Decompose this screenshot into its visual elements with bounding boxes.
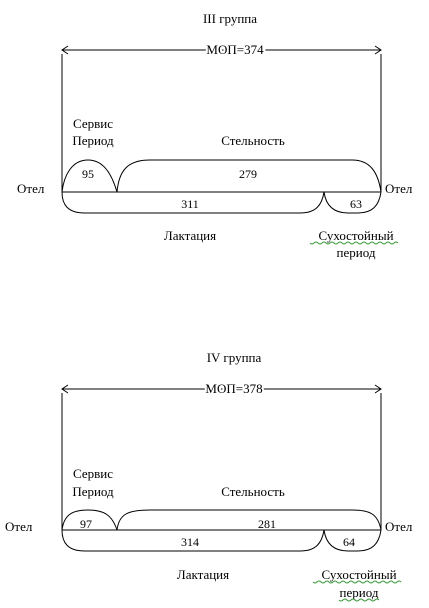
service-days-value: 97 bbox=[80, 517, 92, 531]
mop-label: МОП=374 bbox=[206, 42, 264, 57]
pregnancy-label: Стельность bbox=[221, 133, 285, 148]
dry-label-line2: период bbox=[337, 245, 376, 260]
lactation-label: Лактация bbox=[164, 228, 216, 243]
service-days-value: 95 bbox=[82, 167, 94, 181]
dry-days-value: 64 bbox=[343, 535, 355, 549]
mop-label: МОП=378 bbox=[205, 381, 262, 396]
pregnancy-days-value: 281 bbox=[258, 517, 276, 531]
dry-label-line1: Сухостойный bbox=[318, 228, 393, 243]
lactation-label: Лактация bbox=[177, 567, 229, 582]
lactation-brace bbox=[61, 529, 325, 552]
group-title: IV группа bbox=[207, 350, 262, 365]
dry-period-brace bbox=[323, 191, 382, 214]
calving-left-label: Отел bbox=[17, 181, 45, 196]
service-label-line1: Сервис bbox=[73, 116, 113, 131]
lactation-days-value: 311 bbox=[181, 197, 199, 211]
dry-label-line2: период bbox=[340, 585, 379, 600]
mop-arrow-left-head bbox=[61, 45, 69, 55]
mop-arrow-right-head bbox=[374, 384, 382, 394]
diagram-group-3: III группа МОП=374 Сервис Период Стельно… bbox=[17, 11, 413, 260]
calving-right-label: Отел bbox=[385, 181, 413, 196]
group-title: III группа bbox=[203, 11, 257, 26]
service-label-line2: Период bbox=[72, 484, 114, 499]
spellcheck-underline bbox=[309, 241, 399, 245]
calving-left-label: Отел bbox=[5, 519, 33, 534]
pregnancy-label: Стельность bbox=[221, 484, 285, 499]
spellcheck-underline bbox=[338, 598, 380, 602]
pregnancy-days-value: 279 bbox=[239, 167, 257, 181]
spellcheck-underline bbox=[312, 580, 402, 584]
mop-arrow-left-head bbox=[61, 384, 69, 394]
pregnancy-brace bbox=[116, 509, 382, 531]
dry-label-line1: Сухостойный bbox=[321, 567, 396, 582]
calving-right-label: Отел bbox=[385, 519, 413, 534]
dry-period-brace bbox=[323, 529, 382, 552]
service-label-line2: Период bbox=[72, 133, 114, 148]
service-period-brace bbox=[61, 509, 118, 531]
lactation-days-value: 314 bbox=[181, 535, 199, 549]
service-period-brace bbox=[61, 159, 118, 193]
mop-arrow-right-head bbox=[374, 45, 382, 55]
pregnancy-brace bbox=[116, 159, 382, 193]
dry-days-value: 63 bbox=[350, 197, 362, 211]
diagram-group-4: IV группа МОП=378 Сервис Период Стельнос… bbox=[5, 350, 413, 602]
lactation-brace bbox=[61, 191, 325, 214]
service-label-line1: Сервис bbox=[73, 466, 113, 481]
